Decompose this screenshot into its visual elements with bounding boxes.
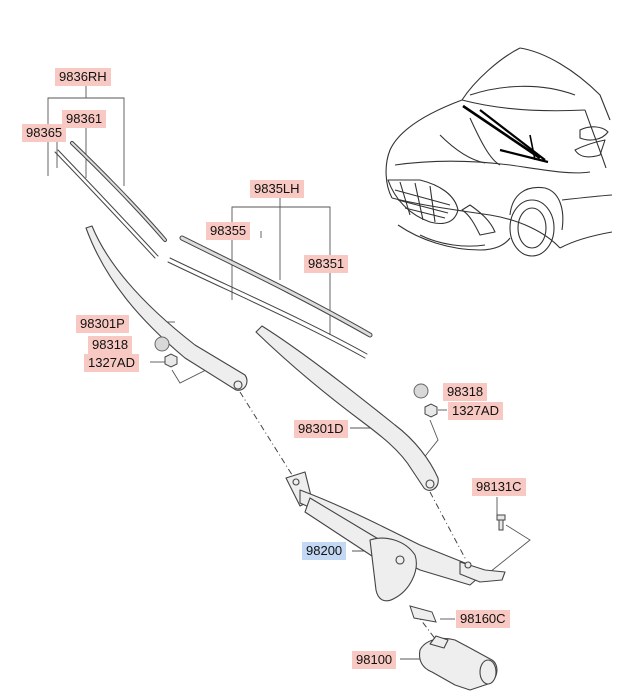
car-front-icon	[385, 47, 613, 257]
label-98131c: 98131C	[472, 478, 526, 496]
label-98318-left: 98318	[88, 336, 133, 354]
label-98301p: 98301P	[76, 315, 129, 333]
label-98365: 98365	[22, 124, 67, 142]
wiper-arm-icon	[85, 225, 439, 491]
wiper-motor-icon	[418, 635, 498, 691]
cap-icon	[154, 336, 429, 399]
label-98200: 98200	[302, 542, 347, 560]
label-98301d: 98301D	[294, 420, 348, 438]
label-1327ad-right: 1327AD	[448, 402, 503, 420]
bolt-icon	[496, 514, 506, 531]
wiper-blade-icon	[54, 141, 373, 359]
wiper-linkage-icon	[285, 471, 506, 602]
label-98361: 98361	[62, 110, 107, 128]
label-98100: 98100	[352, 651, 397, 669]
label-98318-right: 98318	[443, 383, 488, 401]
label-9835lh: 9835LH	[250, 180, 304, 198]
nut-icon	[164, 353, 438, 418]
label-98160c: 98160C	[456, 610, 510, 628]
label-1327ad-left: 1327AD	[84, 354, 139, 372]
label-9836rh: 9836RH	[55, 68, 111, 86]
bracket-icon	[409, 605, 437, 623]
label-98351: 98351	[304, 255, 349, 273]
label-98355: 98355	[206, 222, 251, 240]
